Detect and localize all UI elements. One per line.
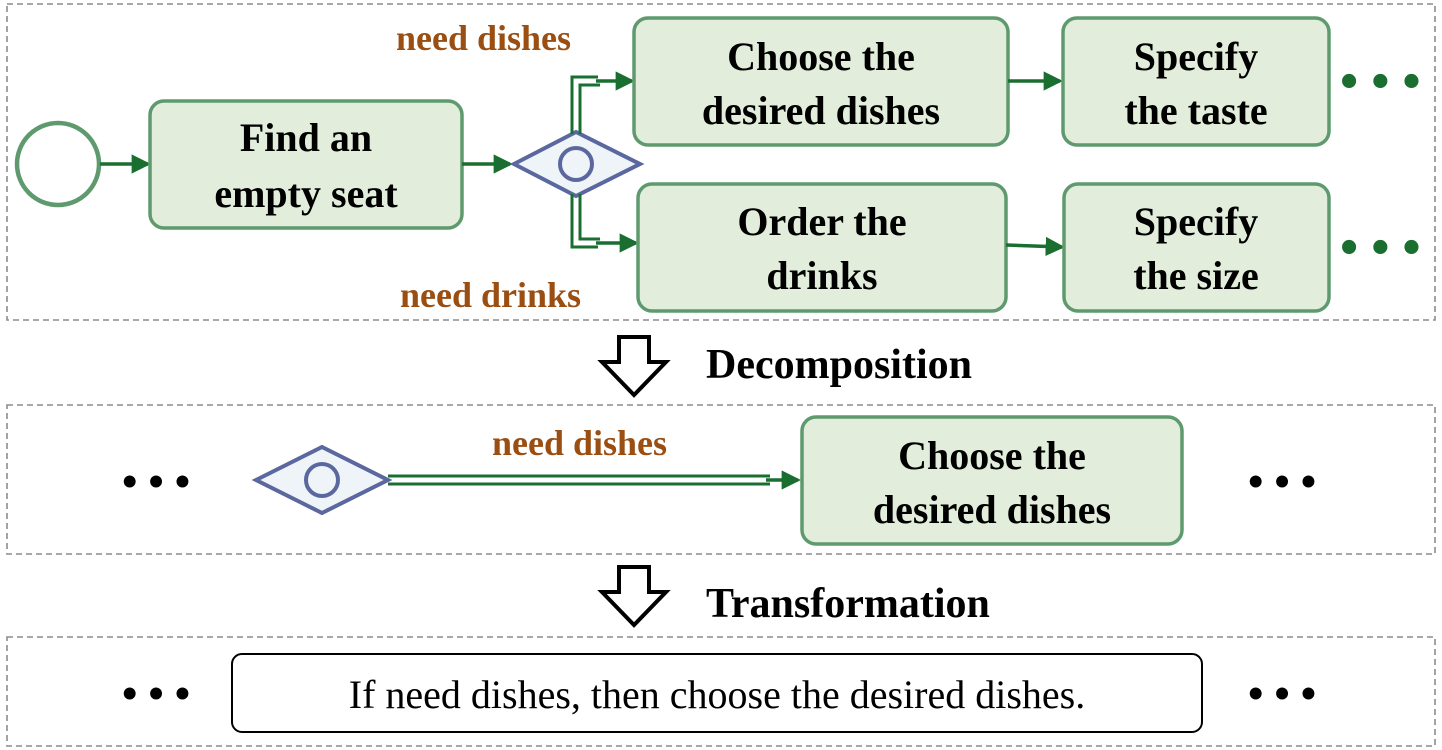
transformed-panel bbox=[6, 636, 1436, 747]
task-choose-desired-dishes: Choose the desired dishes bbox=[632, 16, 1010, 147]
task-label-line: the taste bbox=[1124, 88, 1267, 133]
task-label-line: desired dishes bbox=[702, 88, 940, 133]
task-label-line: Find an bbox=[240, 115, 372, 160]
conditional-flow-need-drinks bbox=[570, 194, 639, 253]
gateway-diamond bbox=[509, 129, 645, 199]
flow-line bbox=[570, 75, 598, 134]
task-box bbox=[800, 415, 1184, 546]
task-label-line: Choose the bbox=[898, 433, 1086, 478]
rule-sentence: If need dishes, then choose the desired … bbox=[349, 672, 1085, 717]
sequence-flow-drinks-to-size bbox=[1005, 236, 1065, 257]
flow-line bbox=[578, 194, 600, 241]
task-specify-taste: Specify the taste bbox=[1061, 16, 1331, 147]
task-box bbox=[636, 182, 1008, 313]
task-label-line: drinks bbox=[766, 253, 877, 298]
task-choose-desired-dishes: Choose the desired dishes bbox=[800, 415, 1184, 546]
task-label-line: Specify bbox=[1134, 199, 1258, 244]
gateway-circle-icon bbox=[558, 146, 594, 182]
continuation-ellipsis: • • • bbox=[1340, 219, 1421, 276]
gateway-circle-icon bbox=[304, 462, 340, 498]
task-label-line: empty seat bbox=[214, 171, 398, 216]
task-box bbox=[1062, 182, 1331, 313]
condition-label-need-dishes: need dishes bbox=[492, 423, 667, 463]
decomposed-panel bbox=[6, 404, 1436, 555]
step-label-decomposition: Decomposition bbox=[706, 342, 972, 388]
task-label-line: desired dishes bbox=[873, 487, 1111, 532]
condition-label-need-drinks: need drinks bbox=[400, 275, 581, 315]
task-specify-size: Specify the size bbox=[1062, 182, 1331, 313]
process-panel bbox=[6, 3, 1436, 321]
continuation-ellipsis: • • • bbox=[1340, 53, 1421, 110]
conditional-flow-need-dishes bbox=[570, 71, 635, 134]
task-box bbox=[1061, 16, 1331, 147]
inclusive-gateway-icon bbox=[251, 444, 393, 516]
inclusive-gateway-icon bbox=[509, 129, 645, 199]
ellipsis-right: • • • bbox=[1248, 669, 1316, 718]
task-order-drinks: Order the drinks bbox=[636, 182, 1008, 313]
ellipsis-right: • • • bbox=[1248, 457, 1316, 506]
ellipsis-left: • • • bbox=[122, 457, 190, 506]
flow-line bbox=[570, 194, 598, 249]
rule-sentence-box bbox=[231, 653, 1203, 733]
down-arrow-icon bbox=[597, 335, 671, 398]
task-find-empty-seat: Find an empty seat bbox=[148, 99, 464, 230]
ellipsis-left: • • • bbox=[122, 669, 190, 718]
task-label-line: Specify bbox=[1134, 34, 1258, 79]
task-label-line: the size bbox=[1133, 253, 1259, 298]
flow-line bbox=[578, 83, 600, 134]
task-label-line: Order the bbox=[737, 199, 906, 244]
step-label-transformation: Transformation bbox=[706, 581, 990, 627]
task-label-line: Choose the bbox=[727, 34, 915, 79]
down-arrow-icon bbox=[597, 565, 671, 628]
conditional-flow-need-dishes bbox=[388, 470, 801, 490]
condition-label-need-dishes: need dishes bbox=[396, 18, 571, 58]
gateway-diamond bbox=[251, 444, 393, 516]
start-event-circle-icon bbox=[14, 120, 102, 208]
